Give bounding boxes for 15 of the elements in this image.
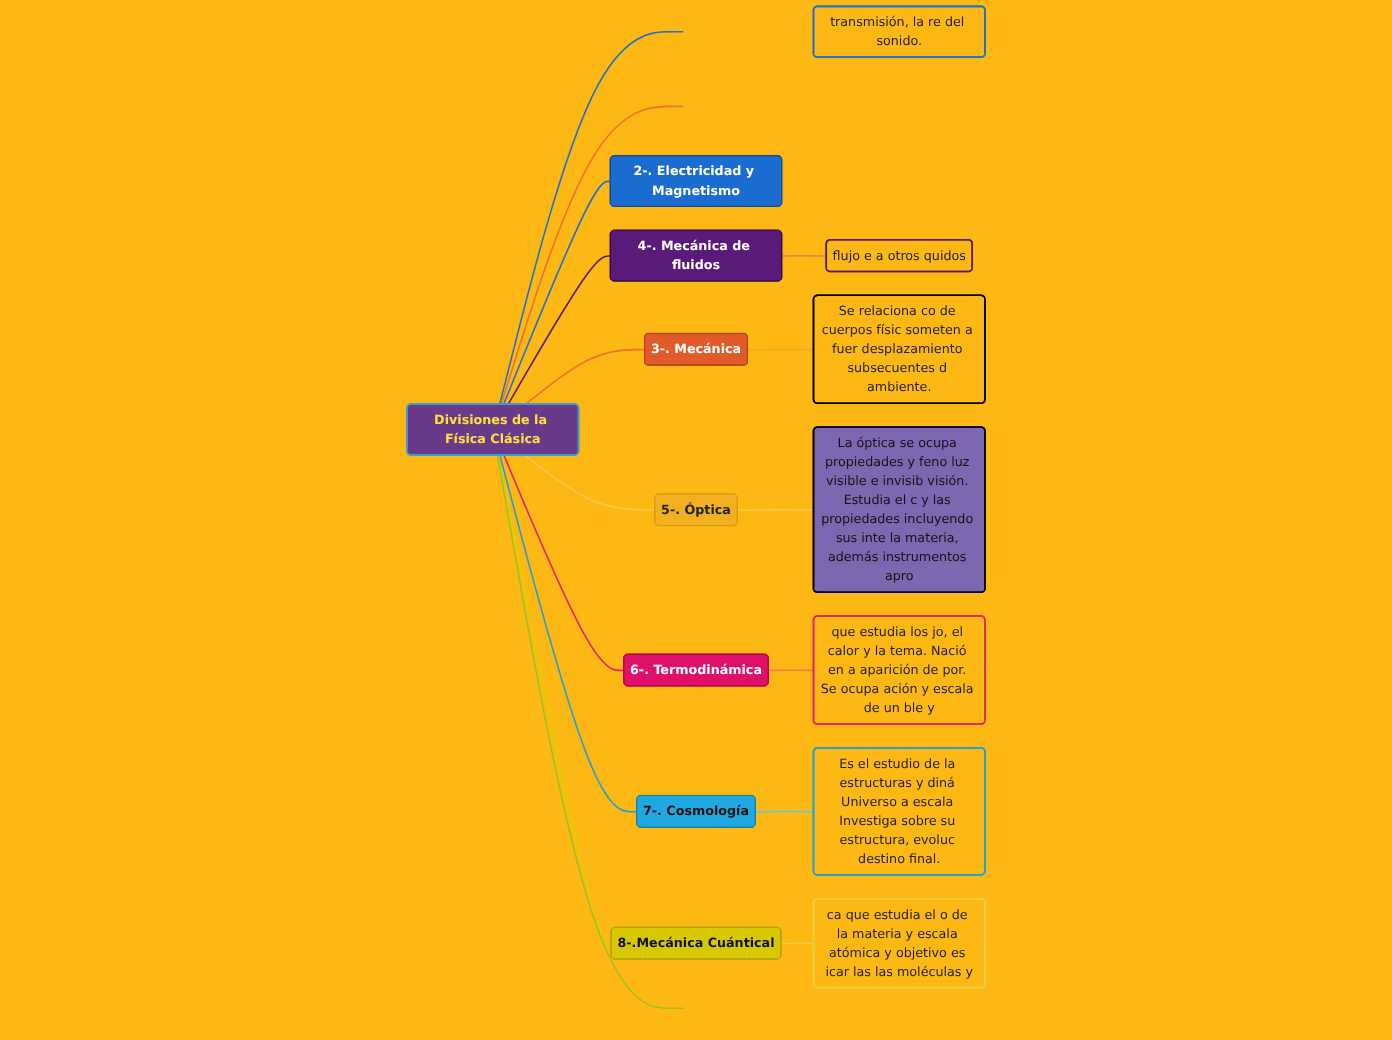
connector	[497, 454, 613, 945]
connector	[781, 254, 828, 257]
connector	[503, 454, 625, 672]
connector	[507, 255, 612, 406]
connector	[498, 30, 685, 406]
connector	[499, 454, 638, 813]
connector	[524, 454, 656, 511]
connector	[767, 669, 815, 672]
connector	[524, 348, 646, 406]
connector	[502, 180, 612, 406]
connector	[754, 810, 815, 813]
connector	[500, 105, 685, 406]
connector	[496, 454, 685, 1010]
connector	[736, 509, 815, 511]
connector	[780, 942, 815, 945]
